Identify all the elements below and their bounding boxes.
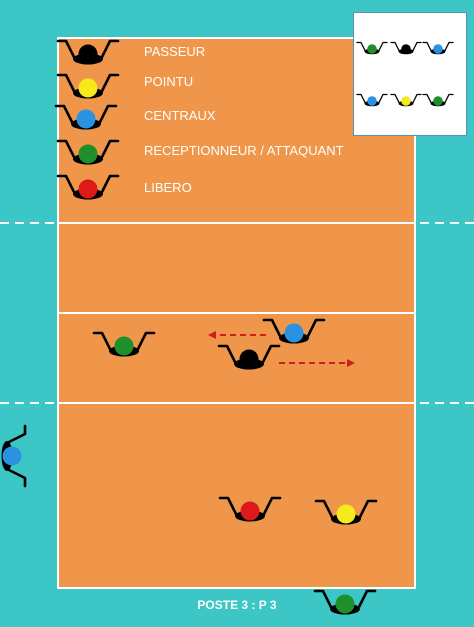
player-receptionneur (313, 589, 377, 615)
legend-icon-passeur (56, 39, 120, 65)
player-head (284, 323, 304, 343)
legend-icon-pointu (56, 73, 120, 99)
player-arm-right (357, 589, 377, 609)
legend-label-centraux: CENTRAUX (144, 108, 216, 123)
player-head (367, 96, 377, 106)
player-receptionneur (92, 331, 156, 357)
legend-label-receptionneur: RECEPTIONNEUR / ATTAQUANT (144, 143, 344, 158)
mini-formation (356, 41, 454, 107)
player-arm-left (390, 41, 400, 52)
player-arm-left (356, 93, 366, 104)
player-head (78, 44, 98, 64)
player-head (433, 96, 443, 106)
movement-arrows (208, 331, 355, 367)
mini-player-back-2 (390, 93, 422, 107)
players (1, 318, 378, 615)
player-arm-right (7, 468, 27, 488)
player-arm-left (262, 318, 282, 338)
player-arm-left (56, 174, 76, 194)
player-head (367, 44, 377, 54)
player-arm-right (100, 73, 120, 93)
player-head (336, 504, 356, 524)
player-arm-left (314, 499, 334, 519)
player-arm-left (218, 496, 238, 516)
legend-label-pointu: POINTU (144, 74, 194, 89)
legend-label-passeur: PASSEUR (144, 44, 206, 59)
mini-player-front-1 (356, 41, 388, 55)
player-arm-right (136, 331, 156, 351)
player-arm-right (412, 93, 422, 104)
player-head (433, 44, 443, 54)
player-arm-left (56, 39, 76, 59)
player-arm-left (313, 589, 333, 609)
player-centraux (1, 424, 27, 488)
player-arm-right (100, 174, 120, 194)
rotation-caption: POSTE 3 : P 3 (197, 598, 277, 612)
mini-formation-panel (353, 12, 467, 136)
player-arm-right (444, 93, 454, 104)
player-arm-right (262, 496, 282, 516)
player-arm-left (217, 344, 237, 364)
legend-icon-receptionneur (56, 139, 120, 165)
player-arm-right (100, 139, 120, 159)
player-arm-left (422, 41, 432, 52)
movement-arrow-right-head (347, 359, 355, 367)
player-head (114, 336, 134, 356)
player-arm-right (358, 499, 378, 519)
player-head (401, 96, 411, 106)
player-head (239, 349, 259, 369)
legend-icon-libero (56, 174, 120, 200)
player-passeur (217, 344, 281, 370)
player-arm-left (54, 104, 74, 124)
player-arm-left (390, 93, 400, 104)
player-head (76, 109, 96, 129)
player-arm-right (378, 41, 388, 52)
mini-player-back-3 (422, 93, 454, 107)
player-arm-left (7, 424, 27, 444)
player-arm-left (56, 73, 76, 93)
mini-player-front-2 (390, 41, 422, 55)
player-centraux (262, 318, 326, 344)
player-arm-left (56, 139, 76, 159)
legend-label-libero: LIBERO (144, 180, 192, 195)
movement-arrow-left-head (208, 331, 216, 339)
mini-player-front-3 (422, 41, 454, 55)
player-head (78, 179, 98, 199)
player-head (240, 501, 260, 521)
player-arm-right (306, 318, 326, 338)
player-head (335, 594, 355, 614)
player-libero (218, 496, 282, 522)
player-arm-right (100, 39, 120, 59)
player-arm-right (378, 93, 388, 104)
player-pointu (314, 499, 378, 525)
player-head (2, 446, 22, 466)
player-arm-right (98, 104, 118, 124)
player-arm-right (444, 41, 454, 52)
player-head (78, 144, 98, 164)
player-arm-left (356, 41, 366, 52)
player-arm-right (412, 41, 422, 52)
mini-player-back-1 (356, 93, 388, 107)
player-arm-right (261, 344, 281, 364)
player-arm-left (92, 331, 112, 351)
player-head (401, 44, 411, 54)
player-head (78, 78, 98, 98)
legend-icons (54, 39, 120, 200)
player-arm-left (422, 93, 432, 104)
legend-icon-centraux (54, 104, 118, 130)
